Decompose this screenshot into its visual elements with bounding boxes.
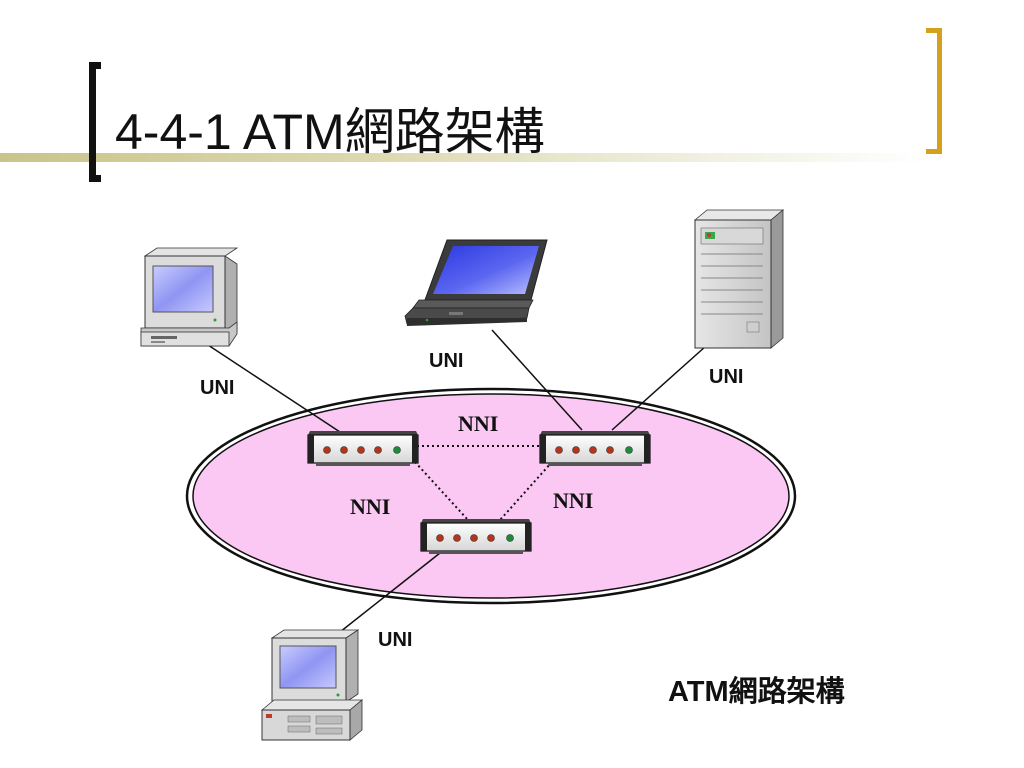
uni-label-bottom: UNI (378, 629, 412, 651)
nni-label-top: NNI (458, 411, 498, 436)
uni-label-top-left: UNI (200, 377, 234, 399)
atm-switch-left (307, 431, 419, 466)
uni-link-bottom (339, 552, 441, 633)
uni-link-top-left (207, 344, 341, 433)
nni-label-left: NNI (350, 494, 390, 519)
slide-title: 4-4-1 ATM網路架構 (115, 104, 545, 160)
nni-label-right: NNI (553, 488, 593, 513)
left-bracket (89, 62, 101, 182)
uni-link-server (611, 345, 707, 431)
diagram-caption: ATM網路架構 (668, 676, 845, 708)
uni-label-laptop: UNI (429, 350, 463, 372)
laptop-icon (404, 239, 548, 326)
uni-label-server: UNI (709, 366, 743, 388)
nni-link-left (414, 461, 469, 521)
title-accent-line (0, 153, 930, 162)
desktop-computer-icon (140, 247, 239, 347)
right-bracket (926, 28, 942, 154)
atm-switch-right (539, 431, 651, 466)
desktop-workstation-icon (260, 629, 364, 741)
server-tower-icon (693, 209, 785, 349)
atm-switch-bottom (420, 519, 532, 554)
uni-link-laptop (491, 329, 583, 431)
